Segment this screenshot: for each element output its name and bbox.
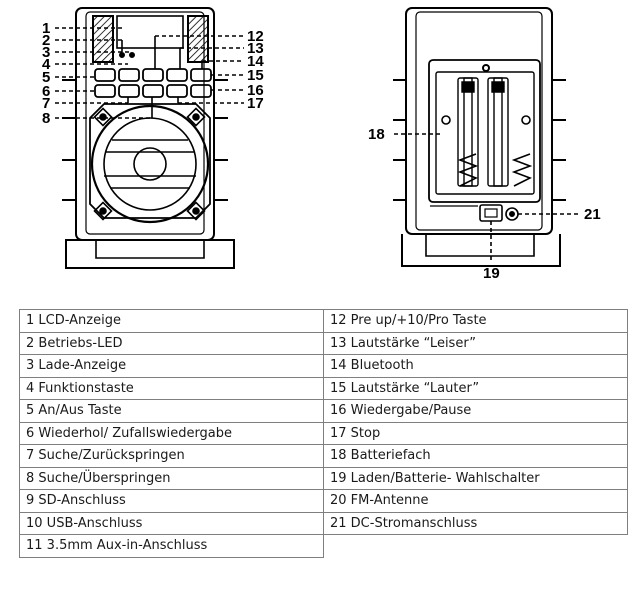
legend-cell: 12 Pre up/+10/Pro Taste [323,309,628,333]
callout-2: 2 [42,32,50,49]
callout-1: 1 [42,20,50,37]
callout-3: 3 [42,44,50,61]
callout-17: 17 [247,95,264,112]
callout-labels: 1 2 3 4 5 6 7 8 12 13 14 15 16 17 18 19 … [42,20,601,282]
table-row: 1 LCD-Anzeige 12 Pre up/+10/Pro Taste [19,309,628,333]
legend-cell: 13 Lautstärke “Leiser” [323,331,628,355]
legend-cell: 9 SD-Anschluss [19,489,324,513]
legend-cell: 15 Lautstärke “Lauter” [323,376,628,400]
callout-7: 7 [42,95,50,112]
table-row: 4 Funktionstaste 15 Lautstärke “Lauter” [19,376,628,400]
device-diagram: 1 2 3 4 5 6 7 8 12 13 14 15 16 17 18 19 … [42,7,601,282]
legend-cell: 2 Betriebs-LED [19,331,324,355]
legend-cell: 16 Wiedergabe/Pause [323,399,628,423]
table-row: 8 Suche/Überspringen 19 Laden/Batterie- … [19,466,628,490]
legend-cell: 5 An/Aus Taste [19,399,324,423]
table-row: 3 Lade-Anzeige 14 Bluetooth [19,354,628,378]
charge-switch [479,204,503,222]
callout-14: 14 [247,53,264,70]
callout-13: 13 [247,40,264,57]
legend-cell: 14 Bluetooth [323,354,628,378]
callout-15: 15 [247,67,264,84]
front-view [62,7,235,269]
legend-cell: 19 Laden/Batterie- Wahlschalter [323,466,628,490]
callout-18: 18 [368,126,385,143]
table-row: 11 3.5mm Aux-in-Anschluss [19,534,628,558]
back-leaders [394,133,580,262]
left-grille [92,15,114,63]
legend-cell: 17 Stop [323,421,628,445]
table-row: 7 Suche/Zurückspringen 18 Batteriefach [19,444,628,468]
legend-cell: 18 Batteriefach [323,444,628,468]
battery-compartment [428,59,541,203]
right-grille [187,15,209,63]
legend-cell: 7 Suche/Zurückspringen [19,444,324,468]
table-row: 2 Betriebs-LED 13 Lautstärke “Leiser” [19,331,628,355]
legend-cell: 1 LCD-Anzeige [19,309,324,333]
table-row: 5 An/Aus Taste 16 Wiedergabe/Pause [19,399,628,423]
back-view [393,7,566,267]
front-leaders [55,27,244,119]
lcd-display [116,15,184,49]
callout-12: 12 [247,28,264,45]
legend-cell: 21 DC-Stromanschluss [323,511,628,535]
legend-cell: 10 USB-Anschluss [19,511,324,535]
callout-21: 21 [584,206,601,223]
callout-16: 16 [247,82,264,99]
callout-6: 6 [42,83,50,100]
callout-5: 5 [42,69,50,86]
legend-cell-empty [324,535,628,558]
legend-cell: 8 Suche/Überspringen [19,466,324,490]
table-row: 9 SD-Anschluss 20 FM-Antenne [19,489,628,513]
legend-cell: 4 Funktionstaste [19,376,324,400]
legend-cell: 20 FM-Antenne [323,489,628,513]
speaker [90,104,210,224]
legend-cell: 11 3.5mm Aux-in-Anschluss [19,534,324,558]
table-row: 6 Wiederhol/ Zufallswiedergabe 17 Stop [19,421,628,445]
callout-19: 19 [483,265,500,282]
callout-4: 4 [42,56,51,73]
legend-cell: 3 Lade-Anzeige [19,354,324,378]
table-row: 10 USB-Anschluss 21 DC-Stromanschluss [19,511,628,535]
legend-cell: 6 Wiederhol/ Zufallswiedergabe [19,421,324,445]
legend-table: 1 LCD-Anzeige 12 Pre up/+10/Pro Taste 2 … [19,309,628,558]
callout-8: 8 [42,110,50,127]
